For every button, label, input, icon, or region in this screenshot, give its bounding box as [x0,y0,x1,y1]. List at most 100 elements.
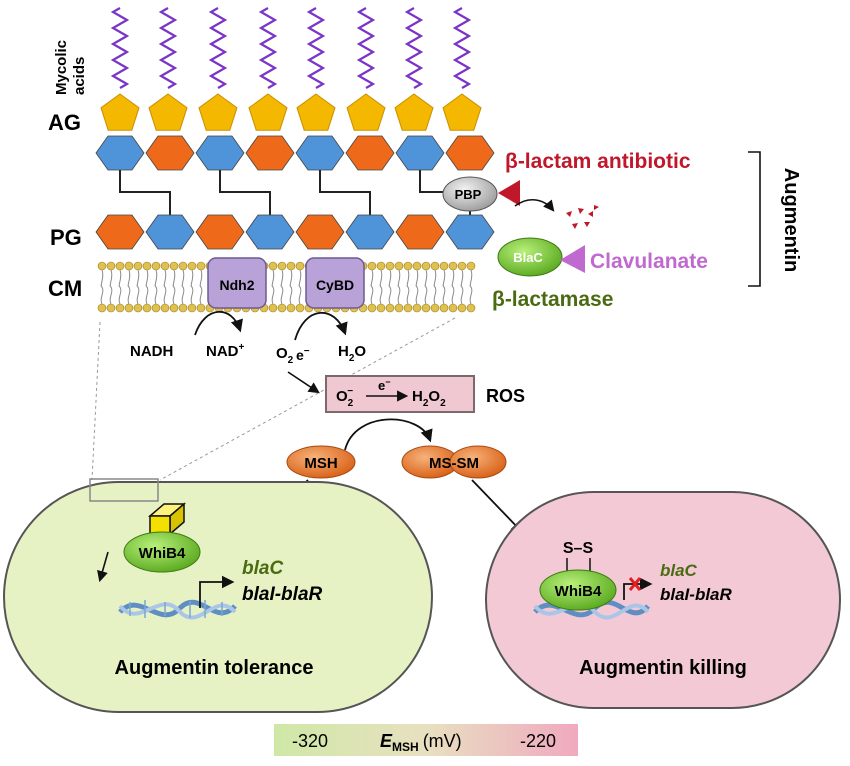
lipid-tail [433,269,437,305]
lipid-tail [280,269,284,305]
lipid-head-top [277,261,287,271]
lipid-head-bottom [187,303,197,313]
blai-gene-tolerance: blaI-blaR [242,584,323,605]
lipid-head-top [385,261,395,271]
lipid-head-bottom [466,303,476,313]
ag-pentagon [394,93,434,131]
lipid-head-top [439,261,449,271]
beta-lactamase-label: β-lactamase [492,288,613,311]
mycolic-chain [356,7,376,89]
blai-gene-killing: blaI-blaR [660,585,733,604]
lipid-head-bottom [421,303,431,313]
crosslink [219,170,271,215]
ag-label: AG [48,110,81,135]
lipid-head-top [448,261,458,271]
lipid-head-bottom [376,303,386,313]
pg-hexagon [395,214,445,250]
mycolic-label-1: Mycolic [53,40,70,95]
lipid-tail [424,269,428,305]
lipid-tail [127,269,131,305]
lipid-head-top [295,261,305,271]
pg-hexagon [295,214,345,250]
lipid-tail [163,269,167,305]
scale-high: -220 [520,731,556,751]
pg-hexagon [95,214,145,250]
ros-electron-label: e− [378,377,391,393]
ndh2-label: Ndh2 [220,277,255,293]
mycolic-chain [306,7,326,89]
lipid-tail [190,269,194,305]
pg-hexagon [245,135,295,171]
clavulanate-triangle [560,245,585,273]
blac-protein-label: BlaC [513,250,543,265]
lipid-head-bottom [394,303,404,313]
lipid-tail [406,269,410,305]
pg-hexagon [195,135,245,171]
whib4-label-killing: WhiB4 [555,583,602,600]
tolerance-cell [3,481,433,713]
pg-hexagon [145,135,195,171]
lipid-tail [415,269,419,305]
lipid-tail [136,269,140,305]
mycolic-chain [158,7,178,89]
pg-hexagon [245,214,295,250]
ros-label: ROS [486,386,525,406]
disulfide-label: S–S [563,540,594,557]
lipid-head-top [268,261,278,271]
mycolic-chain [452,7,472,89]
ag-pentagon [442,93,482,131]
blac-gene-tolerance: blaC [242,558,283,579]
cytoplasmic-membrane [97,261,476,313]
ag-pentagon [148,93,188,131]
killing-title: Augmentin killing [579,657,747,679]
lipid-head-bottom [367,303,377,313]
superoxide-label: O2− [336,386,354,409]
lipid-head-bottom [268,303,278,313]
lipid-head-bottom [448,303,458,313]
mycolic-chain [208,7,228,89]
lipid-head-bottom [430,303,440,313]
lipid-head-bottom [286,303,296,313]
zoom-line-right [159,317,456,481]
lipid-head-bottom [115,303,125,313]
mssm-label: MS-SM [429,455,479,472]
lipid-head-top [142,261,152,271]
mycolic-chain [110,7,130,89]
lipid-head-top [466,261,476,271]
lipid-head-bottom [133,303,143,313]
whib4-ellipse-tolerance [123,531,201,573]
dna-helix-tolerance [118,599,237,620]
lipid-head-top [178,261,188,271]
h2o-label: H2O [338,343,366,364]
ag-pentagon [346,93,386,131]
lipid-tail [298,269,302,305]
lipid-head-bottom [412,303,422,313]
lipid-tail [379,269,383,305]
msh-ellipse [286,445,356,479]
lipid-head-bottom [277,303,287,313]
lipid-head-top [394,261,404,271]
lipid-head-bottom [403,303,413,313]
clavulanate-label: Clavulanate [590,250,708,273]
pg-hexagon [345,135,395,171]
pg-hexagon [295,135,345,171]
blocked-transcription-arrow [623,577,653,600]
hydrolyzed-fragments [566,205,599,229]
msh-label: MSH [304,455,337,472]
oxygen-arrow [294,311,348,341]
lipid-head-bottom [124,303,134,313]
cybd-protein [305,257,365,309]
blac-gene-killing: blaC [660,561,698,580]
beta-lactam-hydrolysis-arrow [514,198,555,212]
pg-hexagon [145,214,195,250]
ag-pentagon [296,93,336,131]
killing-cell [485,491,841,709]
lipid-tail [469,269,473,305]
mycolic-chain [404,7,424,89]
mssm-to-killing-arrow [471,479,524,534]
lipid-tail [181,269,185,305]
zoom-line-left [91,321,101,481]
pg-hexagon [395,135,445,171]
lipid-head-top [403,261,413,271]
peptidoglycan-top-row [95,135,495,171]
